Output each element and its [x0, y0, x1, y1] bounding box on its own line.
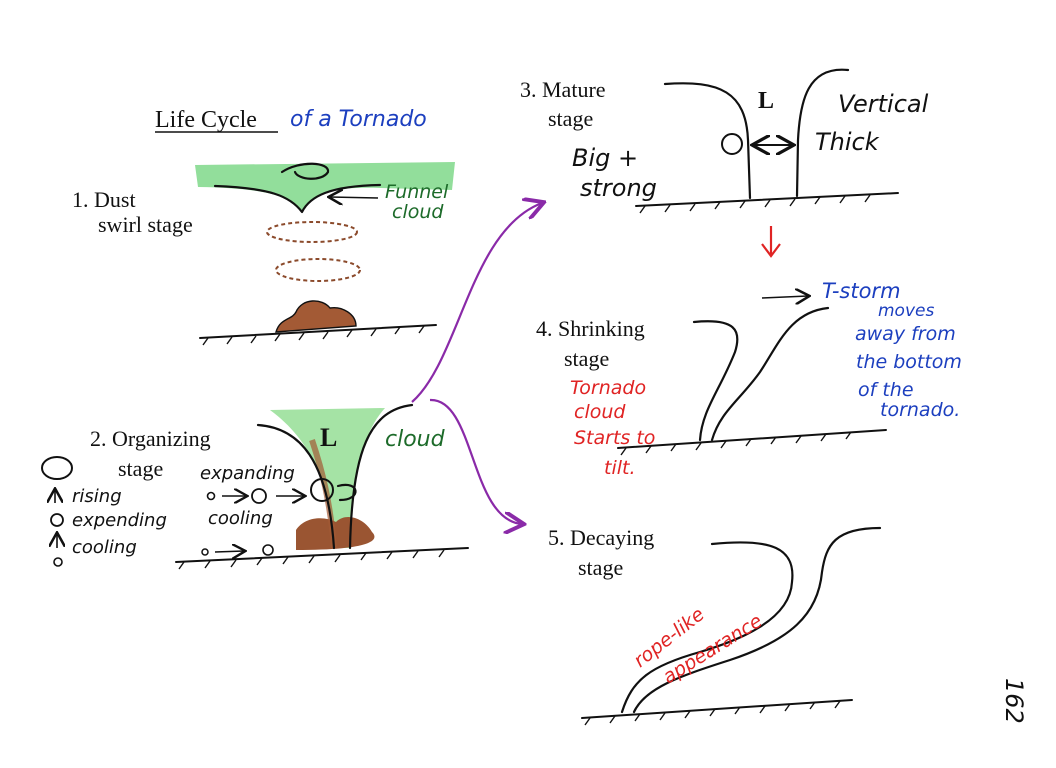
stage-3-label-line2: stage — [548, 106, 593, 131]
ground-line — [635, 192, 899, 207]
cloud-rotation-arrow — [280, 162, 330, 180]
title-main: Life Cycle — [155, 107, 257, 133]
cooling-mid-note: cooling — [208, 508, 273, 529]
parcel-small — [53, 557, 63, 567]
blue-note-line1: T-storm — [822, 279, 901, 303]
blue-note-line4: the bottom — [856, 351, 962, 373]
arrow-to-mature — [411, 203, 542, 403]
stage-3-label-line1: 3. Mature — [520, 77, 606, 102]
funnel-left-edge — [256, 423, 336, 550]
stage-2-label-line2: stage — [118, 456, 163, 481]
stage-4-label-line2: stage — [564, 346, 609, 371]
funnel-cloud-note-line1: Funnel — [385, 181, 449, 203]
ground-hatching — [584, 700, 841, 726]
ground-line — [617, 429, 887, 449]
cooling-note: cooling — [72, 537, 137, 558]
red-note-line1: Tornado — [570, 377, 646, 399]
big-strong-note-line1: Big + — [572, 144, 638, 172]
funnel-cloud-outline — [213, 183, 382, 214]
expending-note: expending — [72, 510, 167, 531]
low-pressure-symbol: L — [758, 88, 774, 114]
red-note-line4: tilt. — [604, 457, 636, 479]
funnel-cloud-note-line2: cloud — [392, 201, 444, 223]
ground-line — [581, 699, 853, 719]
funnel-green-fill — [270, 408, 385, 548]
blue-note-line2: moves — [878, 301, 934, 321]
funnel-left-edge — [663, 82, 752, 200]
stage-5-decaying: 5. Decaying stage rope-like appearance — [548, 525, 882, 726]
rising-note: rising — [72, 486, 122, 507]
dust-pile — [275, 300, 357, 333]
ground-hatching — [178, 549, 445, 570]
vertical-note: Vertical — [838, 90, 929, 118]
rotation-arrow — [336, 483, 357, 502]
expanding-note: expanding — [200, 463, 295, 484]
big-strong-note-line2: strong — [580, 174, 657, 202]
ground-hatching — [202, 325, 425, 346]
arrow-to-shrinking — [761, 226, 781, 258]
stage-1-label-line1: 1. Dust — [72, 187, 136, 212]
storm-motion-arrow — [761, 296, 808, 298]
parcel-large — [41, 456, 73, 480]
rope-funnel-right-edge — [632, 526, 882, 714]
ground-line — [175, 547, 469, 563]
arrow-to-decaying — [429, 398, 522, 524]
red-note-line3: Starts to — [574, 427, 655, 449]
dust-swirl-lower — [275, 258, 361, 282]
stage-2-organizing: 2. Organizing stage L cloud rising expen… — [41, 403, 469, 570]
stage-1-label-line2: swirl stage — [98, 212, 193, 237]
blue-note-line3: away from — [855, 323, 956, 345]
funnel-right-edge — [348, 403, 414, 550]
stage-1-dust-swirl: 1. Dust swirl stage Funnel cloud — [72, 162, 455, 346]
red-note-line2: cloud — [574, 401, 626, 423]
blue-note-line6: tornado. — [880, 399, 960, 421]
title: Life Cycle of a Tornado — [155, 107, 427, 133]
parcel-medium — [50, 513, 64, 527]
funnel-right-edge — [795, 68, 850, 198]
ground-hatching — [639, 194, 871, 214]
stage-4-label-line1: 4. Shrinking — [536, 316, 645, 341]
stage-5-label-line2: stage — [578, 555, 623, 580]
rope-funnel-left-edge — [620, 541, 794, 714]
rope-like-note: rope-like appearance — [630, 603, 767, 688]
air-parcel — [310, 478, 334, 502]
stage-2-label-line1: 2. Organizing — [90, 426, 211, 451]
low-pressure-symbol: L — [320, 423, 337, 452]
stage-3-mature: 3. Mature stage Big + strong L Vertical … — [520, 68, 929, 214]
ground-line — [199, 324, 437, 339]
funnel-cloud-shading — [195, 162, 455, 212]
stage-5-label-line1: 5. Decaying — [548, 525, 654, 550]
blue-note-line5: of the — [858, 379, 914, 401]
funnel-right-edge — [710, 306, 830, 442]
funnel-left-edge — [692, 320, 739, 442]
storm-moves-note: T-storm moves away from the bottom of th… — [822, 279, 962, 421]
thick-note: Thick — [815, 128, 880, 156]
page-number: 162 — [1000, 678, 1028, 724]
title-script: of a Tornado — [290, 107, 427, 132]
cloud-note: cloud — [385, 427, 446, 452]
air-parcel — [721, 133, 743, 155]
tornado-tilt-note: Tornado cloud Starts to tilt. — [570, 377, 655, 479]
stage-4-shrinking: 4. Shrinking stage Tornado cloud Starts … — [536, 279, 962, 479]
ground-hatching — [620, 431, 852, 456]
dust-swirl-upper — [266, 221, 358, 243]
